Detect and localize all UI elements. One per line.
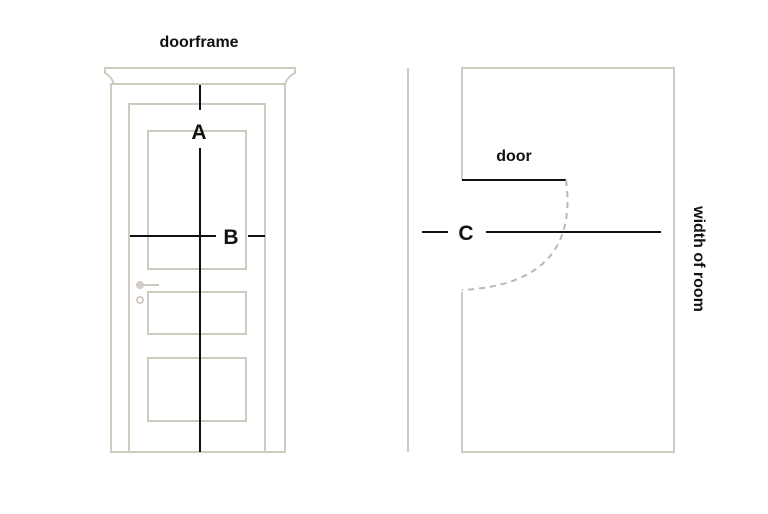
room-plan-view: door C width of room [407, 67, 707, 453]
room-outline [461, 67, 675, 453]
door-panel-bottom [147, 357, 247, 422]
label-width-of-room: width of room [690, 205, 707, 312]
label-c: C [458, 222, 473, 245]
label-doorframe: doorframe [159, 34, 238, 51]
keyhole-icon [136, 296, 144, 304]
door-panel-middle [147, 291, 247, 335]
door-panel-top [147, 130, 247, 270]
door-front-view: doorframe A B [104, 34, 296, 453]
doorframe-crown [104, 67, 296, 85]
label-door: door [496, 148, 532, 165]
door-handle-rosette-icon [136, 281, 144, 289]
label-a: A [191, 121, 206, 144]
door-swing-arc [461, 179, 569, 291]
label-b: B [223, 226, 238, 249]
door-leaf [128, 103, 266, 453]
